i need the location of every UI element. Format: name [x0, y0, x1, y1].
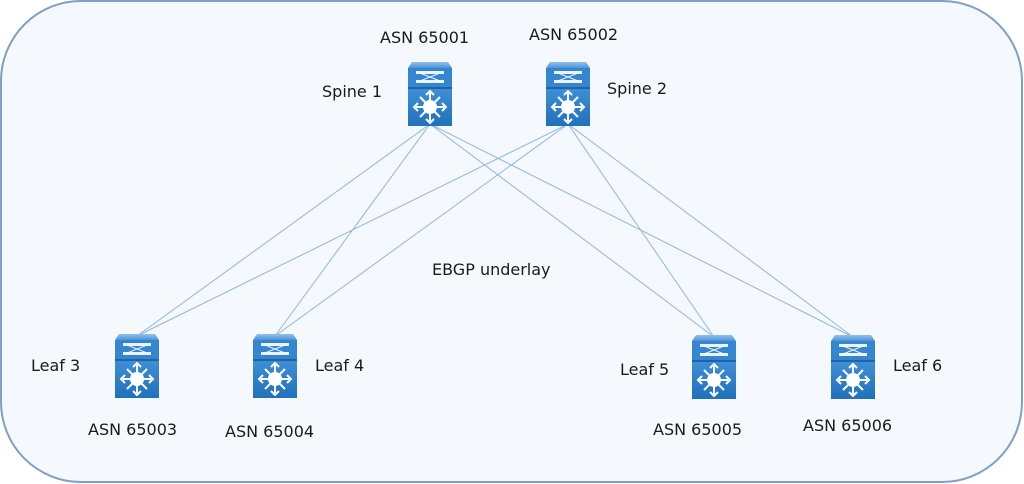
nexus-switch-icon	[408, 62, 452, 126]
links-layer	[136, 123, 854, 338]
nexus-switch-icon	[546, 62, 590, 126]
link-spine2-leaf5	[567, 123, 715, 338]
leaf-3-asn: ASN 65003	[88, 420, 178, 439]
link-spine2-leaf4	[274, 123, 569, 337]
leaf-6-switch[interactable]	[831, 335, 875, 399]
leaf-4-label: Leaf 4	[315, 356, 365, 375]
nexus-switch-icon	[253, 334, 297, 398]
spine-2-switch[interactable]	[546, 62, 590, 126]
spine-1-asn: ASN 65001	[380, 28, 470, 47]
nexus-switch-icon	[692, 335, 736, 399]
leaf-4-asn: ASN 65004	[225, 422, 315, 441]
link-spine1-leaf3	[136, 123, 431, 337]
leaf-3-label: Leaf 3	[31, 356, 81, 375]
leaf-4-switch[interactable]	[253, 334, 297, 398]
link-spine2-leaf6	[567, 123, 854, 338]
nexus-switch-icon	[115, 334, 159, 398]
leaf-5-asn: ASN 65005	[653, 420, 743, 439]
link-spine2-leaf3	[136, 123, 569, 337]
leaf-6-asn: ASN 65006	[803, 416, 893, 435]
leaf-6-label: Leaf 6	[893, 356, 943, 375]
spine-1-switch[interactable]	[408, 62, 452, 126]
link-spine1-leaf5	[429, 123, 715, 338]
ebgp-underlay-label: EBGP underlay	[432, 260, 551, 279]
leaf-5-label: Leaf 5	[620, 360, 670, 379]
nexus-switch-icon	[831, 335, 875, 399]
spine-2-label: Spine 2	[607, 79, 668, 98]
spine-1-label: Spine 1	[322, 82, 383, 101]
spine-2-asn: ASN 65002	[529, 25, 619, 44]
leaf-3-switch[interactable]	[115, 334, 159, 398]
leaf-5-switch[interactable]	[692, 335, 736, 399]
